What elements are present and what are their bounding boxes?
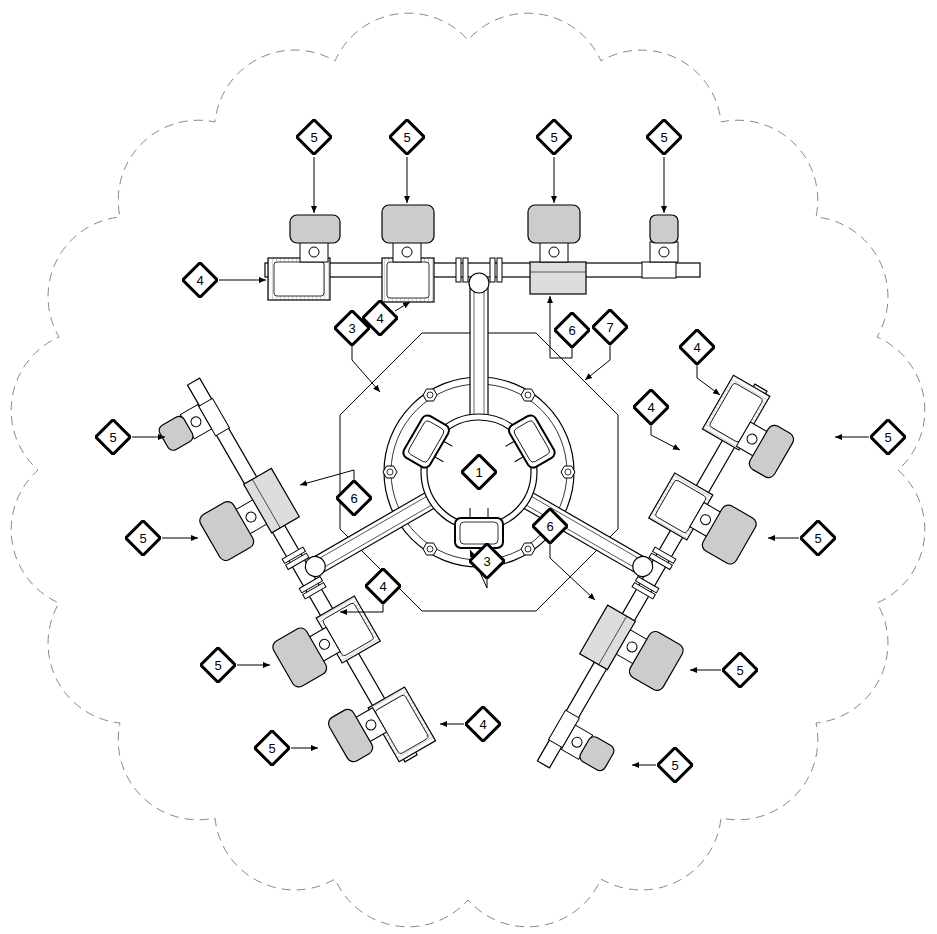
callout-diamond: 5: [536, 119, 572, 155]
diamond-shape: [680, 330, 715, 365]
diamond-shape: [462, 455, 497, 490]
callout-diamond: 6: [532, 508, 568, 544]
callout-diamond: 5: [125, 520, 161, 556]
callout-number: 5: [657, 747, 693, 773]
callout-diamond: 5: [870, 419, 906, 455]
callout-diamond: 5: [800, 520, 836, 556]
callout-number: 5: [296, 119, 332, 145]
callout-number: 4: [182, 262, 218, 288]
diamond-shape: [183, 263, 218, 298]
diamond-shape: [647, 120, 682, 155]
callout-diamond: 4: [465, 706, 501, 742]
callout-diamond: 5: [722, 652, 758, 688]
diamond-shape: [593, 310, 628, 345]
callout-diamond: 5: [200, 647, 236, 683]
callout-diamond: 1: [461, 454, 497, 490]
callout-diamond: 5: [296, 119, 332, 155]
diamond-shape: [533, 509, 568, 544]
diamond-shape: [201, 648, 236, 683]
callout-diamond: 5: [389, 119, 425, 155]
callout-number: 5: [870, 419, 906, 445]
diamond-shape: [555, 313, 590, 348]
callout-diamond: 4: [365, 568, 401, 604]
callout-number: 4: [465, 706, 501, 732]
callout-diamond: 6: [336, 480, 372, 516]
callout-number: 3: [334, 310, 370, 336]
callout-diamond: 5: [646, 119, 682, 155]
diamond-shape: [634, 390, 669, 425]
diamond-shape: [466, 707, 501, 742]
callout-number: 6: [554, 312, 590, 338]
callout-number: 3: [469, 543, 505, 569]
callout-number: 5: [722, 652, 758, 678]
callout-number: 7: [592, 309, 628, 335]
callout-number: 4: [633, 389, 669, 415]
diamond-shape: [126, 521, 161, 556]
diamond-shape: [366, 569, 401, 604]
diamond-shape: [255, 731, 290, 766]
callout-number: 5: [646, 119, 682, 145]
callout-diamond: 5: [254, 730, 290, 766]
callout-number: 5: [536, 119, 572, 145]
callout-number: 5: [125, 520, 161, 546]
callout-diamond: 3: [469, 543, 505, 579]
callout-diamond: 7: [592, 309, 628, 345]
diamond-shape: [801, 521, 836, 556]
callout-diamond: 5: [95, 419, 131, 455]
callout-diamond: 4: [679, 329, 715, 365]
callout-number: 5: [254, 730, 290, 756]
diamond-shape: [297, 120, 332, 155]
callout-diamond: 5: [657, 747, 693, 783]
diamond-shape: [470, 544, 505, 579]
callout-diamond: 4: [182, 262, 218, 298]
callout-number: 5: [800, 520, 836, 546]
callout-diamond: 4: [633, 389, 669, 425]
diamond-shape: [871, 420, 906, 455]
diamond-shape: [658, 748, 693, 783]
diamond-shape: [390, 120, 425, 155]
callout-number: 4: [679, 329, 715, 355]
callout-number: 6: [532, 508, 568, 534]
callout-number: 4: [365, 568, 401, 594]
callout-number: 6: [336, 480, 372, 506]
diamond-shape: [723, 653, 758, 688]
callout-number: 5: [389, 119, 425, 145]
callout-diamond: 6: [554, 312, 590, 348]
callout-number: 1: [461, 454, 497, 480]
callout-number: 4: [362, 300, 398, 326]
callout-diamond: 3: [334, 310, 370, 346]
diamond-shape: [96, 420, 131, 455]
callout-number: 5: [95, 419, 131, 445]
diamond-shape: [337, 481, 372, 516]
diamond-shape: [537, 120, 572, 155]
diamond-shape: [335, 311, 370, 346]
callout-number: 5: [200, 647, 236, 673]
